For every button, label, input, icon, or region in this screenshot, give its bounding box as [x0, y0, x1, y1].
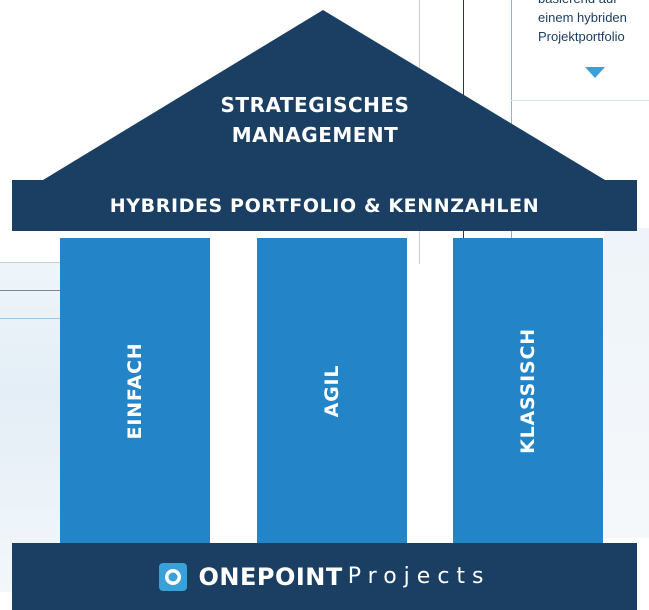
background-line [0, 262, 60, 263]
corner-caption: basierend auf einem hybriden Projektport… [538, 0, 649, 46]
pillar-label: AGIL [321, 364, 343, 417]
onepoint-logo-icon [158, 562, 187, 591]
background-line [0, 318, 60, 319]
roof-label: STRATEGISCHES MANAGEMENT [195, 90, 435, 150]
background-line [0, 290, 60, 291]
background-line [511, 100, 649, 101]
roof [43, 10, 605, 180]
arrow-down-icon [585, 67, 605, 78]
roof-label-line-1: STRATEGISCHES [220, 93, 410, 117]
pillar-agil: AGIL [257, 238, 407, 543]
pillar-einfach: EINFACH [60, 238, 210, 543]
roof-label-line-2: MANAGEMENT [231, 123, 399, 147]
logo-word-projects: Projects [347, 564, 491, 589]
corner-caption-line: einem hybriden [538, 10, 627, 25]
pillar-label: KLASSISCH [517, 327, 539, 454]
pillar-label: EINFACH [124, 342, 146, 439]
beam-label: HYBRIDES PORTFOLIO & KENNZAHLEN [109, 194, 540, 217]
background-line [511, 0, 512, 238]
logo-word-onepoint: ONEPOINT [198, 562, 343, 591]
background-panel-left [0, 262, 60, 592]
logo-bar: ONEPOINT Projects [12, 543, 637, 610]
background-panel-right [604, 228, 649, 538]
pillar-klassisch: KLASSISCH [453, 238, 603, 543]
corner-caption-line: basierend auf [538, 0, 649, 8]
portfolio-beam: HYBRIDES PORTFOLIO & KENNZAHLEN [12, 180, 637, 231]
corner-caption-line: Projektportfolio [538, 29, 625, 44]
